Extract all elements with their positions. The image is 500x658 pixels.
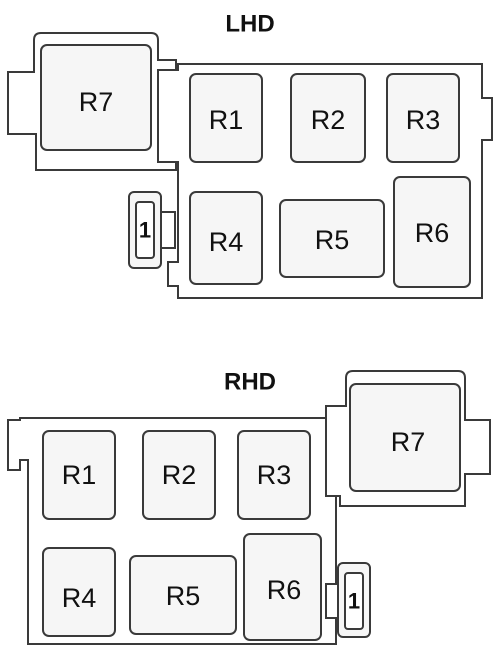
lhd-relay-r4: [189, 191, 263, 285]
rhd-relay-r4-label: R4: [62, 583, 97, 613]
rhd-relay-r6: [243, 533, 322, 641]
rhd-r7-housing: R7: [325, 370, 491, 507]
lhd-relay-r3-label: R3: [406, 105, 441, 135]
rhd-fuse-1: 1: [325, 562, 371, 638]
lhd-relay-r7-label: R7: [79, 87, 114, 117]
lhd-fuse-1-label: 1: [139, 218, 151, 243]
lhd-relay-r1: [189, 73, 263, 163]
lhd-layout: LHD R7 1 R1 R2 R3 R4 R5 R6: [7, 11, 493, 299]
lhd-heading: LHD: [225, 11, 274, 38]
lhd-relay-r2-label: R2: [311, 105, 346, 135]
rhd-relay-r1-label: R1: [62, 460, 97, 490]
lhd-relay-r5-label: R5: [315, 225, 350, 255]
lhd-relay-r4-label: R4: [209, 227, 244, 257]
lhd-r7-housing: R7: [7, 32, 177, 171]
lhd-relay-r3: [386, 73, 460, 163]
rhd-relay-r3-label: R3: [257, 460, 292, 490]
rhd-relay-r6-label: R6: [267, 575, 302, 605]
rhd-relay-r7-label: R7: [391, 427, 426, 457]
rhd-relay-r1: [42, 430, 116, 520]
rhd-relay-r5-label: R5: [166, 581, 201, 611]
lhd-fuse-1: 1: [128, 191, 176, 269]
rhd-relay-r7: [349, 383, 461, 492]
lhd-relay-r5: [279, 199, 385, 278]
rhd-relay-r4: [42, 547, 116, 637]
rhd-fuse-1-label: 1: [348, 589, 360, 614]
rhd-relay-r5: [129, 555, 237, 635]
lhd-relay-r1-label: R1: [209, 105, 244, 135]
rhd-relay-r2: [142, 430, 216, 520]
lhd-relay-r2: [290, 73, 366, 163]
lhd-relay-r7: [40, 44, 152, 151]
rhd-layout: RHD R7 R1 R2 R3 R4 R5 R6 1: [7, 369, 491, 645]
lhd-relay-r6: [393, 176, 471, 288]
rhd-relay-r3: [237, 430, 311, 520]
rhd-heading: RHD: [224, 369, 276, 396]
lhd-relay-r6-label: R6: [415, 218, 450, 248]
rhd-relay-r2-label: R2: [162, 460, 197, 490]
